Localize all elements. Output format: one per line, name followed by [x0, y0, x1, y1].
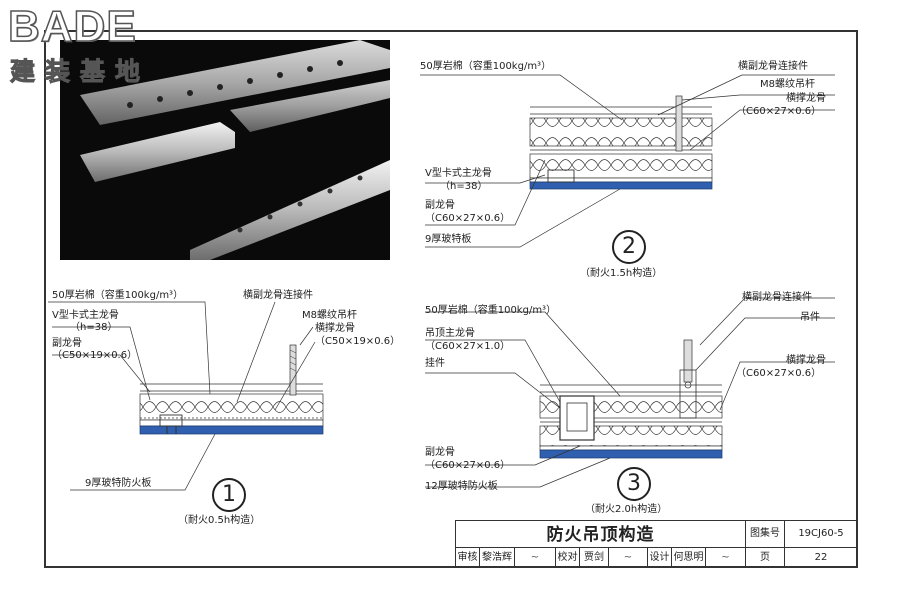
drawing-frame	[44, 30, 858, 568]
d2-cross-keel-label: 横撑龙骨	[786, 93, 826, 104]
brand-subtitle: 建装基地	[9, 57, 151, 87]
checker-name: 贾剑	[579, 547, 609, 568]
page-number: 22	[784, 547, 858, 568]
d1-main-keel-h: （h=38）	[70, 322, 118, 333]
d2-sub-keel-label: 副龙骨	[425, 200, 455, 211]
d3-sub-keel-spec: （C60×27×0.6）	[425, 460, 511, 471]
review-label: 审核	[455, 547, 480, 568]
page-label: 页	[745, 547, 785, 568]
reviewer-signature: ~	[514, 547, 556, 568]
designer-signature: ~	[705, 547, 746, 568]
check-label: 校对	[555, 547, 580, 568]
diagram3-section	[425, 297, 835, 488]
atlas-label: 图集号	[745, 520, 785, 548]
atlas-number: 19CJ60-5	[784, 520, 858, 548]
d1-board-label: 9厚玻特防火板	[85, 478, 152, 489]
d2-threaded-rod-label: M8螺纹吊杆	[760, 79, 815, 90]
d2-main-keel-h: （h=38）	[440, 181, 488, 192]
diagram1-section	[48, 301, 324, 491]
d2-connector-label: 横副龙骨连接件	[738, 61, 808, 72]
d3-board-label: 12厚玻特防火板	[425, 481, 498, 492]
d2-rock-wool-label: 50厚岩棉（容重100kg/m³）	[420, 61, 552, 72]
d2-main-keel-label: V型卡式主龙骨	[425, 168, 492, 179]
d3-main-keel-label: 吊顶主龙骨	[425, 328, 475, 339]
drawing-title: 防火吊顶构造	[455, 520, 745, 548]
d3-main-keel-spec: （C60×27×1.0）	[425, 341, 511, 352]
d1-caption: （耐火0.5h构造）	[178, 515, 261, 526]
d1-sub-keel-spec: （C50×19×0.6）	[52, 350, 138, 361]
d3-sub-keel-label: 副龙骨	[425, 447, 455, 458]
d3-cross-keel-label: 横撑龙骨	[786, 355, 826, 366]
d1-rock-wool-label: 50厚岩棉（容重100kg/m³）	[52, 290, 184, 301]
d3-number: 3	[617, 467, 651, 501]
d1-main-keel-label: V型卡式主龙骨	[52, 310, 119, 321]
d3-cross-keel-spec: （C60×27×0.6）	[736, 368, 822, 379]
reviewer-name: 黎浩辉	[479, 547, 515, 568]
d1-sub-keel-label: 副龙骨	[52, 338, 82, 349]
diagram2-section	[420, 74, 835, 248]
checker-signature: ~	[608, 547, 648, 568]
brand-logo: BADE	[7, 1, 137, 52]
d1-cross-keel-label: 横撑龙骨	[315, 323, 355, 334]
designer-name: 何思明	[671, 547, 706, 568]
d1-connector-label: 横副龙骨连接件	[243, 290, 313, 301]
d3-hook-label: 挂件	[425, 358, 445, 369]
d2-cross-keel-spec: （C60×27×0.6）	[736, 106, 822, 117]
keel-photo	[60, 40, 390, 260]
d3-caption: （耐火2.0h构造）	[585, 504, 668, 515]
d1-number: 1	[212, 478, 246, 512]
d3-rock-wool-label: 50厚岩棉（容重100kg/m³）	[425, 305, 557, 316]
d1-cross-keel-spec: （C50×19×0.6）	[315, 336, 401, 347]
d2-sub-keel-spec: （C60×27×0.6）	[425, 213, 511, 224]
d2-caption: （耐火1.5h构造）	[580, 268, 663, 279]
d2-board-label: 9厚玻特板	[425, 234, 472, 245]
d1-threaded-rod-label: M8螺纹吊杆	[302, 310, 357, 321]
d3-connector-label: 横副龙骨连接件	[742, 292, 812, 303]
d2-number: 2	[612, 230, 646, 264]
d3-hanger-label: 吊件	[800, 312, 820, 323]
design-label: 设计	[647, 547, 672, 568]
